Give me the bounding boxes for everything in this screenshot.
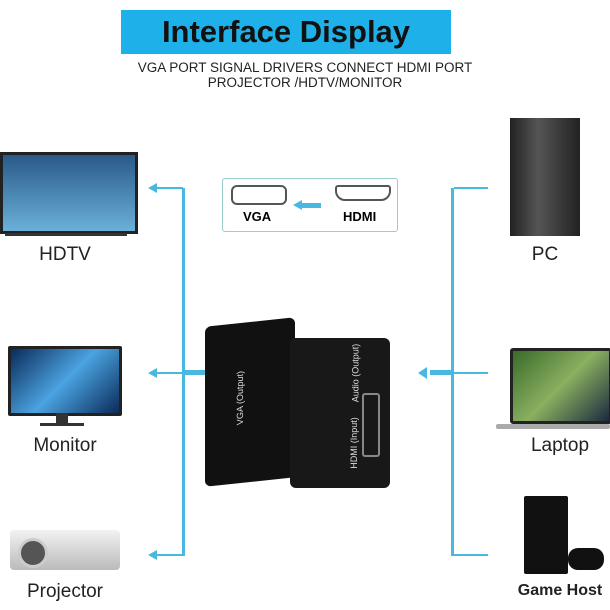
game-console-image bbox=[524, 496, 568, 574]
subtitle-line-1: VGA PORT SIGNAL DRIVERS CONNECT HDMI POR… bbox=[137, 60, 473, 75]
title-banner: Interface Display bbox=[121, 10, 451, 54]
pc-label: PC bbox=[531, 244, 559, 265]
hdtv-image bbox=[0, 152, 138, 234]
adapter-audio-label: Audio bbox=[350, 379, 361, 403]
adapter-vga-sub: (Output) bbox=[235, 370, 246, 405]
monitor-image bbox=[8, 346, 122, 416]
adapter-hdmi-label: HDMI bbox=[348, 445, 359, 469]
adapter-audio-sub: (Output) bbox=[350, 343, 361, 377]
vga-label: VGA bbox=[243, 209, 272, 224]
subtitle-line-2: PROJECTOR /HDTV/MONITOR bbox=[207, 75, 403, 90]
adapter-hdmi-sub: (Input) bbox=[348, 417, 359, 444]
page-title: Interface Display bbox=[161, 14, 411, 49]
vga-port-icon bbox=[231, 185, 287, 205]
monitor-label: Monitor bbox=[33, 435, 97, 456]
hdmi-port-icon bbox=[362, 393, 380, 457]
laptop-label: Laptop bbox=[530, 435, 590, 456]
hdmi-port-icon bbox=[335, 185, 391, 201]
laptop-image bbox=[510, 348, 610, 424]
arrow-left-icon bbox=[299, 203, 321, 208]
input-connector-line bbox=[451, 188, 454, 556]
adapter-hdmi-end: Audio (Output) HDMI (Input) bbox=[290, 338, 390, 488]
hdmi-label: HDMI bbox=[343, 209, 377, 224]
pc-image bbox=[510, 118, 580, 236]
adapter-vga-end: VGA (Output) bbox=[205, 317, 295, 487]
adapter-vga-label: VGA bbox=[235, 406, 246, 426]
hdtv-label: HDTV bbox=[39, 244, 91, 265]
conversion-box: VGA HDMI bbox=[222, 178, 398, 232]
gamepad-icon bbox=[568, 548, 604, 570]
input-arrow bbox=[430, 370, 452, 375]
projector-image bbox=[10, 530, 120, 570]
game-host-label: Game Host bbox=[517, 582, 603, 599]
projector-label: Projector bbox=[26, 581, 104, 602]
